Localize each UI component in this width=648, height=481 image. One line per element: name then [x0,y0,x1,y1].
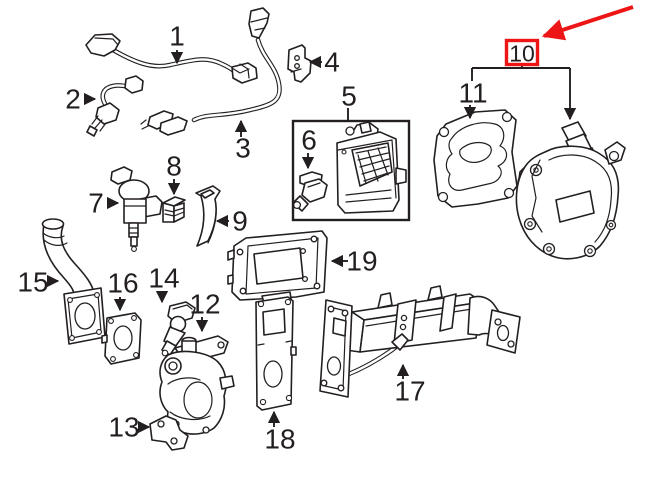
part-drawing-1-sensor-harness [85,33,258,84]
callout-17[interactable]: 17 [394,376,425,407]
part-drawing-12-valve [159,335,235,435]
part-drawing-4-bracket [287,44,312,83]
callout-12[interactable]: 12 [189,289,220,320]
part-drawing-3-sensor-harness [140,7,282,136]
part-drawing-7-valve [110,166,163,252]
part-drawing-6-valve [292,171,328,212]
callout-11[interactable]: 11 [458,78,487,109]
group-box-5 [291,119,411,222]
callout-13[interactable]: 13 [108,412,139,443]
highlight-arrow-icon [541,5,634,41]
callout-5[interactable]: 5 [341,81,357,112]
callout-9[interactable]: 9 [232,206,248,237]
callout-15[interactable]: 15 [17,267,48,298]
part-drawing-2-sensor [86,75,144,137]
callout-4[interactable]: 4 [324,47,340,78]
callout-16[interactable]: 16 [107,268,138,299]
callout-19[interactable]: 19 [346,246,377,277]
part-drawing-17-cooler-pipe [319,285,521,398]
callout-18[interactable]: 18 [264,424,295,455]
part-drawing-8-connector [162,196,186,223]
part-drawing-5-canister [336,121,407,214]
part-drawing-11-gasket [433,109,518,208]
highlight-group: 10 [504,5,634,67]
callout-2[interactable]: 2 [65,84,81,115]
callout-8[interactable]: 8 [166,151,182,182]
part-drawing-10-vacuum-pump [515,121,626,260]
highlight-box [504,38,540,67]
part-drawing-14-sensor [161,301,196,357]
part-drawing-9-bracket [195,185,221,247]
part-drawing-15-tube [41,218,106,345]
callout-10[interactable]: 10 [509,41,535,67]
part-drawing-13-bracket [149,415,189,451]
callout-6[interactable]: 6 [301,125,317,156]
callout-14[interactable]: 14 [148,263,179,294]
callout-leaders [46,50,577,434]
part-drawing-16-gasket [101,312,142,365]
callout-7[interactable]: 7 [88,188,104,219]
callout-1[interactable]: 1 [169,21,185,52]
callout-3[interactable]: 3 [235,133,251,164]
part-drawing-18-gasket [255,296,297,411]
